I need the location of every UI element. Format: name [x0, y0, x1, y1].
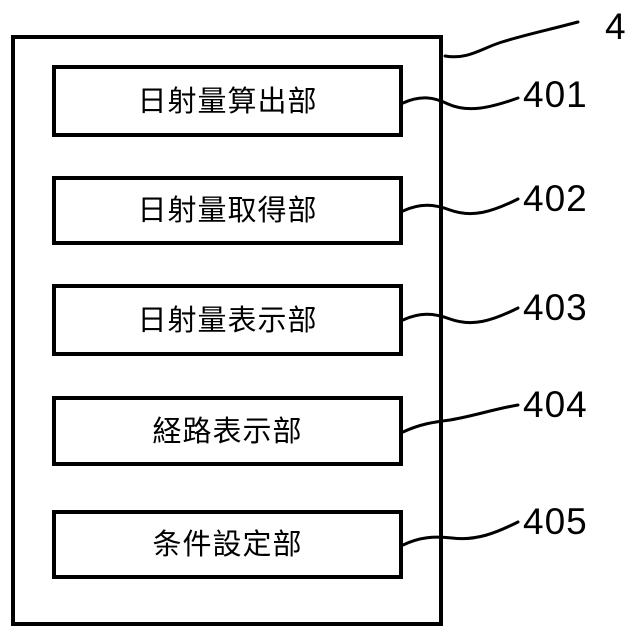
reference-numeral-4: 4	[605, 6, 627, 47]
block-401-label: 日射量算出部	[137, 83, 318, 118]
leader-line-4	[443, 20, 580, 59]
reference-numeral-402: 402	[523, 178, 588, 219]
leader-line-404	[401, 403, 520, 434]
block-402-label: 日射量取得部	[137, 193, 318, 227]
block-405-label: 条件設定部	[152, 527, 303, 561]
reference-numeral-404: 404	[523, 384, 588, 425]
block-404[interactable]: 経路表示部	[52, 396, 403, 466]
reference-numeral-403: 403	[523, 287, 588, 328]
leader-line-403	[401, 306, 520, 325]
outer-block	[11, 35, 443, 626]
block-405[interactable]: 条件設定部	[52, 510, 403, 579]
leader-line-402	[401, 197, 520, 216]
block-403-label: 日射量表示部	[137, 302, 318, 337]
leader-line-405	[401, 520, 520, 547]
reference-numeral-401: 401	[523, 74, 588, 115]
reference-numeral-405: 405	[523, 501, 588, 542]
block-401[interactable]: 日射量算出部	[52, 65, 403, 137]
block-404-label: 経路表示部	[152, 413, 303, 448]
block-402[interactable]: 日射量取得部	[52, 176, 403, 245]
leader-line-401	[401, 96, 520, 111]
block-403[interactable]: 日射量表示部	[52, 284, 403, 356]
